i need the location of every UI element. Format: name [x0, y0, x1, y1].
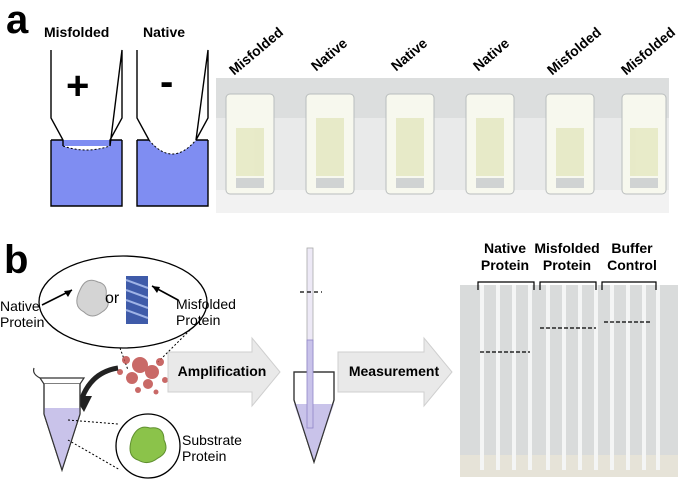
tube-label-misfolded: Misfolded	[44, 24, 110, 40]
cuvette-photo	[216, 78, 669, 213]
group-label-native: Native Protein	[480, 240, 530, 273]
capillary-photo	[460, 281, 678, 477]
fibril-icon	[125, 276, 149, 324]
tube-label-native: Native	[143, 24, 186, 40]
native-cuvette-schematic	[136, 49, 209, 207]
substrate-protein-label: Substrate Protein	[182, 432, 242, 464]
amplification-label: Amplification	[177, 363, 267, 379]
or-label: or	[105, 290, 120, 307]
capillary-tube	[293, 247, 335, 464]
measurement-label: Measurement	[348, 363, 440, 379]
misfolded-protein-label: Misfolded Protein	[176, 296, 236, 328]
panel-label-b: b	[4, 238, 29, 282]
misfolded-cuvette-schematic	[50, 49, 123, 207]
panel-label-a: a	[6, 0, 29, 42]
group-label-buffer: Buffer Control	[607, 240, 657, 273]
group-label-misfolded: Misfolded Protein	[534, 240, 600, 273]
reaction-tube	[33, 367, 86, 472]
native-protein-label: Native Protein	[0, 298, 45, 330]
positive-sign: +	[66, 64, 90, 108]
negative-sign: -	[160, 60, 174, 104]
